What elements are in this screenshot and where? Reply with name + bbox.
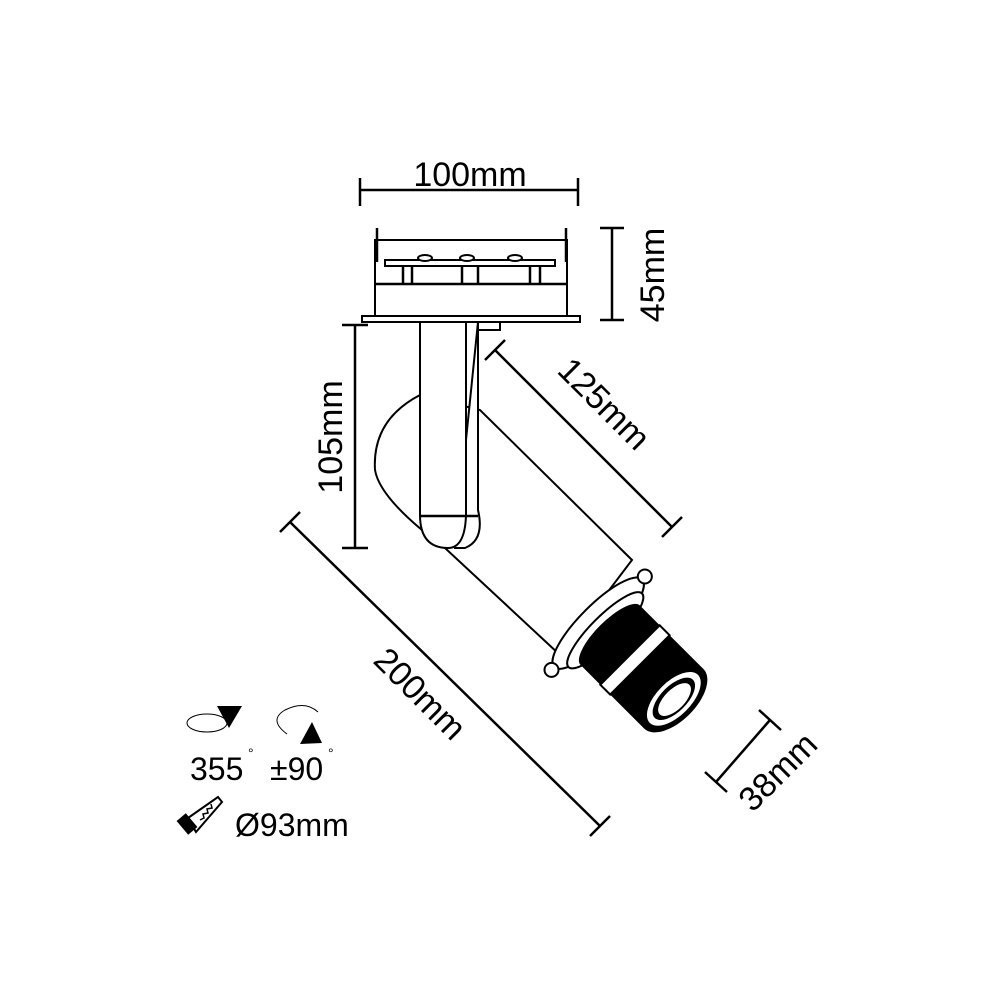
stem-height-label: 105mm <box>312 380 350 493</box>
tilt-rotation-icon <box>276 705 322 744</box>
head-diameter-label: 38mm <box>731 725 825 819</box>
housing-height-label: 45mm <box>634 228 672 322</box>
width-label: 100mm <box>413 156 526 194</box>
cutout-label: Ø93mm <box>235 807 349 843</box>
total-length-label: 200mm <box>366 641 473 748</box>
lamp-head <box>543 568 708 733</box>
width-dimension: 100mm <box>358 156 580 206</box>
stem-height-dimension: 105mm <box>312 323 368 550</box>
recessed-housing <box>361 228 581 323</box>
stem <box>419 321 481 550</box>
housing-height-dimension: 45mm <box>600 226 672 322</box>
arm-length-label: 125mm <box>550 351 657 458</box>
horizontal-rotation-icon <box>186 706 242 733</box>
rotation-degree: ° <box>248 745 254 761</box>
tilt-value: ±90 <box>270 751 323 787</box>
tilt-degree: ° <box>328 745 334 761</box>
saw-cutout-icon <box>176 795 224 835</box>
rotation-value: 355 <box>190 751 243 787</box>
head-diameter-dimension: 38mm <box>704 709 825 819</box>
